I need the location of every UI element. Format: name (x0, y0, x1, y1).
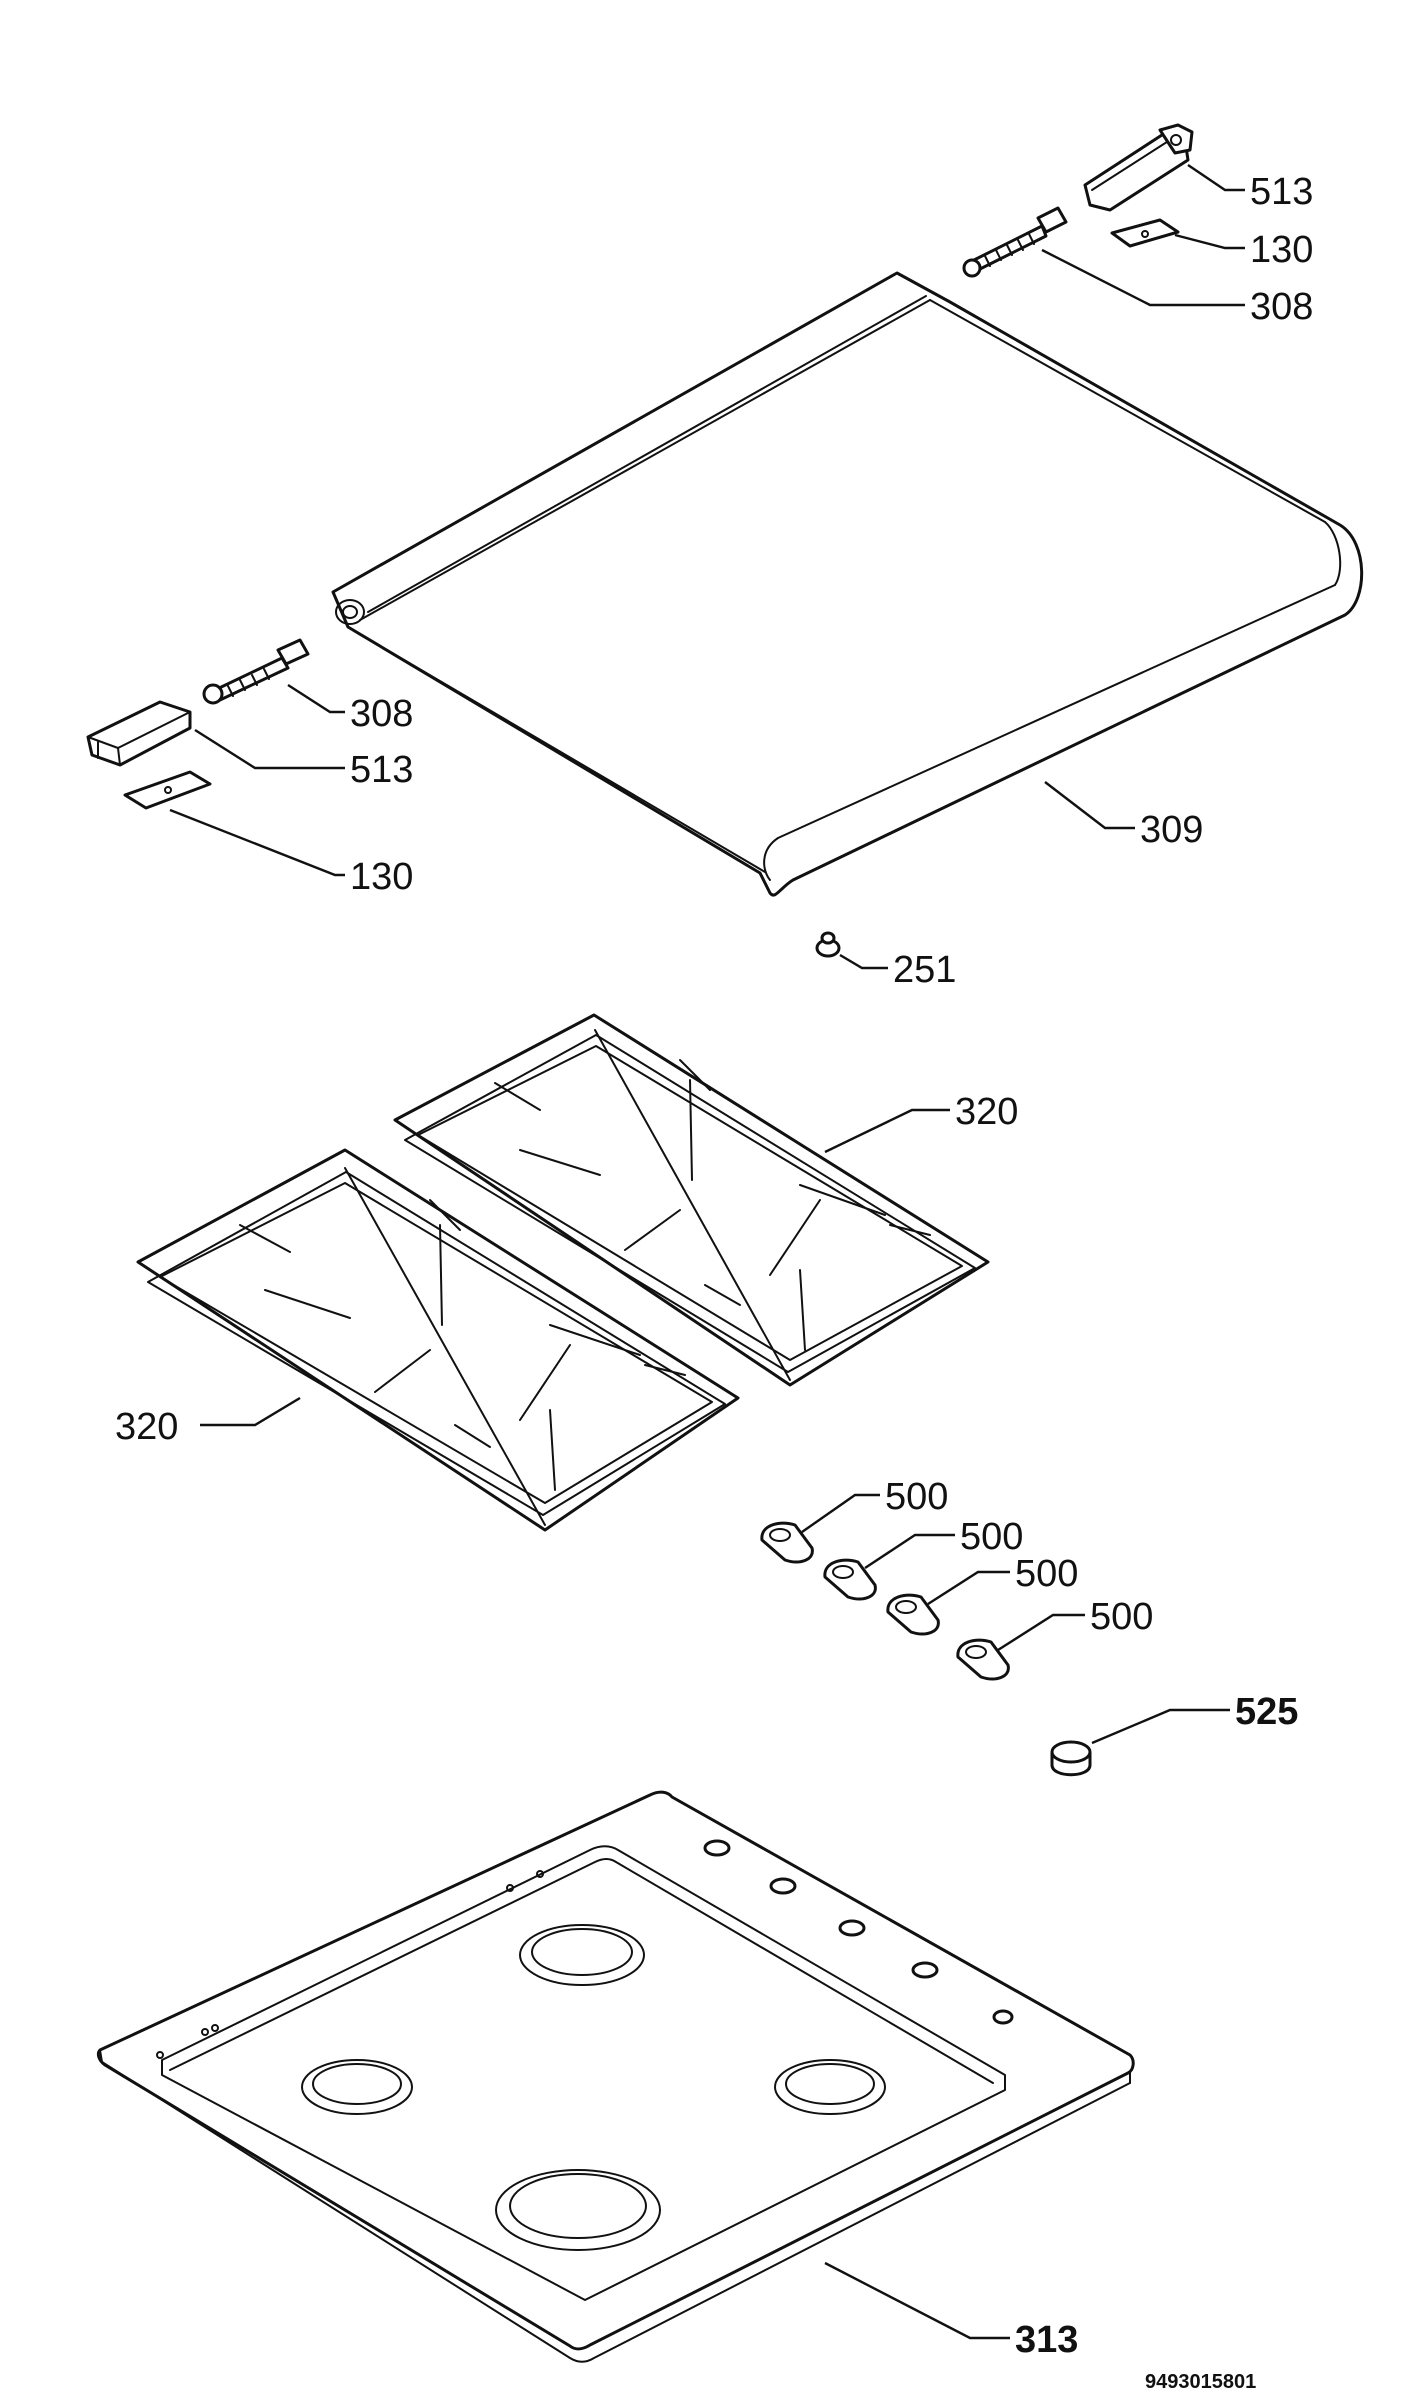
label-513-top: 513 (1250, 171, 1313, 213)
label-130-top: 130 (1250, 229, 1313, 271)
label-130-left: 130 (350, 856, 413, 898)
cap-525 (1050, 1740, 1092, 1777)
knob-500-b (823, 1558, 877, 1601)
label-513-left: 513 (350, 749, 413, 791)
label-320-right: 320 (955, 1091, 1018, 1133)
label-500-b: 500 (960, 1516, 1023, 1558)
lid-309 (331, 271, 1364, 897)
label-500-a: 500 (885, 1476, 948, 1518)
leader-lines (169, 164, 1245, 2340)
knob-500-c (886, 1593, 940, 1636)
label-251: 251 (893, 949, 956, 991)
pin-308-top (962, 206, 1068, 278)
label-309: 309 (1140, 809, 1203, 851)
label-308-left: 308 (350, 693, 413, 735)
document-number: 9493015801 (1145, 2371, 1256, 2393)
plate-130-left (123, 770, 212, 810)
label-313: 313 (1015, 2319, 1078, 2361)
label-320-left: 320 (115, 1406, 178, 1448)
part-labels: 513 130 308 308 513 130 309 251 320 320 … (115, 171, 1313, 2393)
pan-support-320-right (393, 1013, 990, 1387)
label-500-d: 500 (1090, 1596, 1153, 1638)
knob-500-d (956, 1638, 1010, 1681)
hinge-513-top (1083, 123, 1194, 212)
label-525: 525 (1235, 1691, 1298, 1733)
label-308-top: 308 (1250, 286, 1313, 328)
pan-support-320-left (136, 1148, 740, 1532)
pin-308-left (202, 638, 310, 705)
hinge-513-left (86, 700, 192, 767)
knob-500-a (760, 1521, 814, 1564)
label-500-c: 500 (1015, 1553, 1078, 1595)
plate-130-top (1110, 218, 1180, 248)
foot-251 (815, 931, 841, 958)
hob-top-313 (96, 1790, 1135, 2363)
